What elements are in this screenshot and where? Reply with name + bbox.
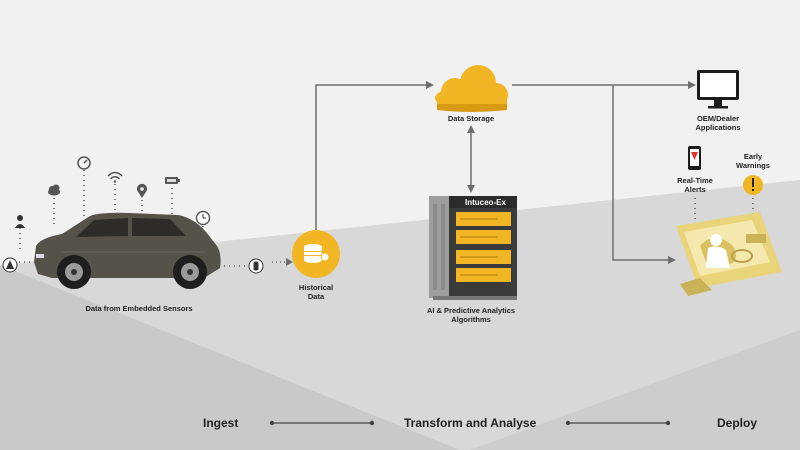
background-dark-region bbox=[0, 265, 460, 450]
location-pin-icon bbox=[137, 183, 147, 198]
battery-icon bbox=[165, 177, 180, 184]
warnings-label: Early Warnings bbox=[736, 152, 770, 171]
speed-icon bbox=[77, 156, 91, 170]
stage-transform: Transform and Analyse bbox=[404, 416, 537, 430]
split-to-vehicle-line bbox=[612, 85, 670, 261]
historical-to-storage-line bbox=[315, 84, 428, 232]
arrowhead-historical bbox=[286, 258, 293, 266]
historical-data-label: Historical Data bbox=[298, 283, 334, 302]
arrowhead-vehicle bbox=[668, 256, 676, 264]
alerts-label: Real-Time Alerts bbox=[677, 176, 713, 195]
historical-data-icon bbox=[292, 230, 340, 278]
monitor-icon bbox=[697, 70, 739, 109]
oem-label: OEM/Dealer Applications bbox=[695, 114, 741, 133]
arrowhead-oem bbox=[688, 81, 696, 89]
timeline-dots bbox=[269, 420, 671, 426]
server-rack-icon bbox=[429, 196, 517, 300]
wifi-icon bbox=[107, 171, 123, 183]
warning-icon bbox=[743, 175, 763, 195]
person-icon bbox=[15, 215, 25, 228]
arrowheads bbox=[286, 81, 696, 266]
car-illustration bbox=[34, 212, 221, 289]
data-storage-label: Data Storage bbox=[447, 114, 495, 123]
stage-deploy: Deploy bbox=[717, 416, 758, 430]
server-label: AI & Predictive Analytics Algorithms bbox=[426, 306, 516, 325]
clock-icon bbox=[195, 210, 211, 226]
arrowhead-server-down bbox=[467, 185, 475, 193]
arrowhead-storage bbox=[426, 81, 434, 89]
cloud-storage-icon bbox=[435, 65, 508, 112]
vehicle-interior-illustration bbox=[676, 212, 782, 296]
phone-alert-icon bbox=[688, 146, 701, 170]
cloud-icon bbox=[48, 184, 60, 196]
key-fob-icon bbox=[248, 258, 264, 274]
warning-triangle-icon bbox=[2, 257, 18, 273]
server-title: Intuceo-Ex bbox=[465, 198, 506, 207]
stage-ingest: Ingest bbox=[203, 416, 239, 430]
arrowhead-server-up bbox=[467, 125, 475, 133]
background-right-region bbox=[470, 330, 800, 450]
sensors-label: Data from Embedded Sensors bbox=[85, 304, 193, 313]
flow-connectors bbox=[272, 84, 690, 263]
